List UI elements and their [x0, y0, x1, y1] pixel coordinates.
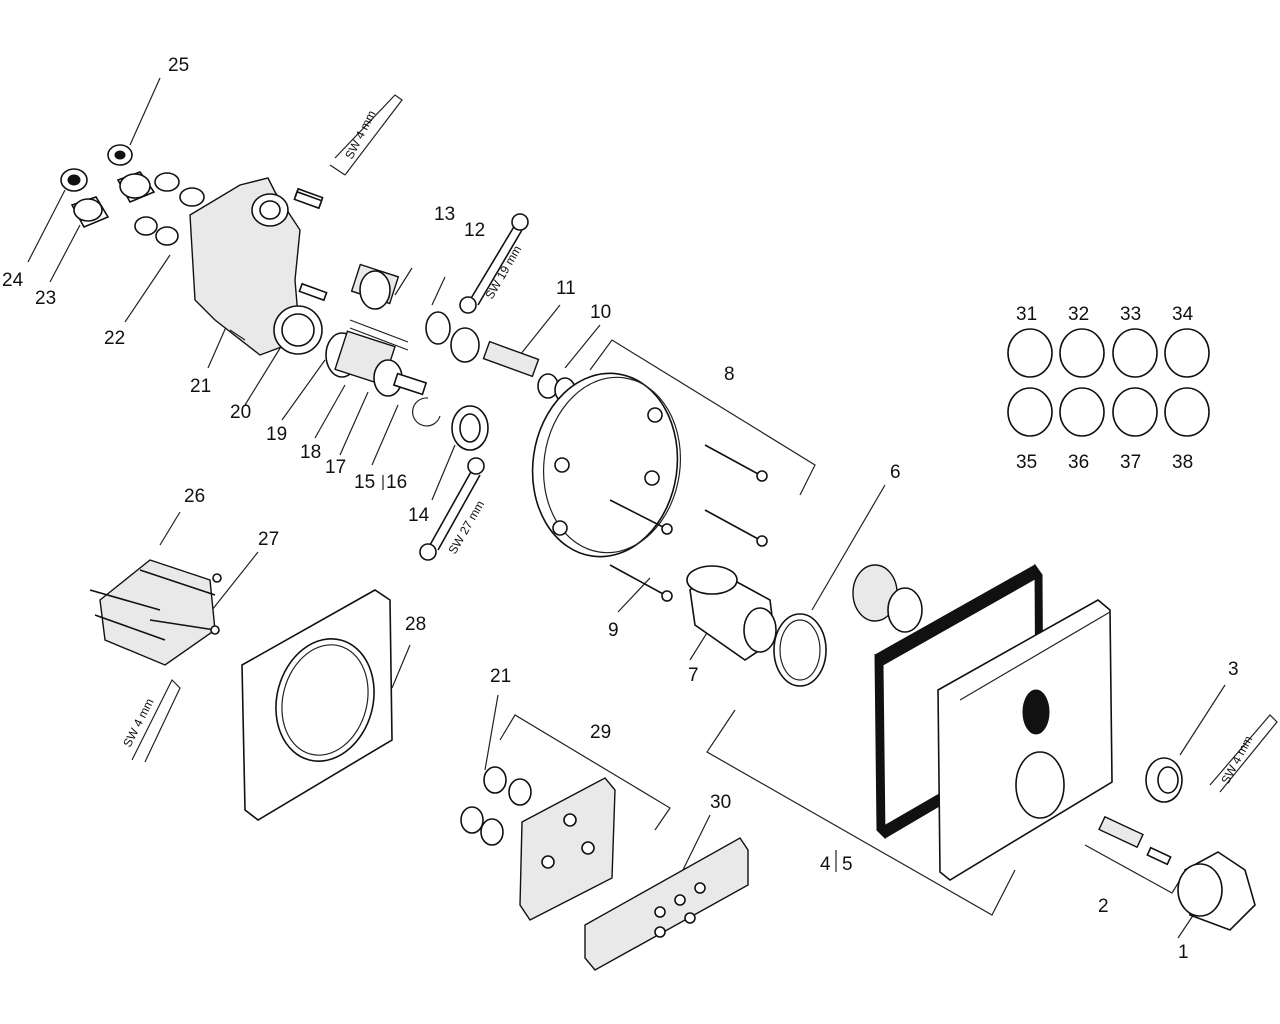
label-36: 36 — [1068, 452, 1089, 473]
svg-text:SW 4 mm: SW 4 mm — [342, 108, 378, 161]
label-37: 37 — [1120, 452, 1141, 473]
hex-key-top: SW 4 mm — [329, 94, 403, 176]
label-4: 4 — [820, 854, 831, 875]
parts-10-13 — [293, 190, 576, 451]
label-20: 20 — [230, 402, 251, 423]
label-5: 5 — [842, 854, 853, 875]
label-13: 13 — [434, 204, 455, 225]
label-3: 3 — [1228, 659, 1239, 680]
connector-parts-23-25 — [60, 144, 205, 246]
label-24: 24 — [2, 270, 24, 291]
label-33: 33 — [1120, 304, 1141, 325]
rosette-plate-8 — [531, 372, 682, 558]
label-9: 9 — [608, 620, 619, 641]
label-7: 7 — [688, 665, 699, 686]
label-30: 30 — [710, 792, 731, 813]
label-16: 16 — [386, 472, 407, 493]
label-17: 17 — [325, 457, 346, 478]
label-21a: 21 — [190, 376, 211, 397]
hex-key-left: SW 4 mm — [120, 678, 181, 763]
plate-29-rings-21 — [460, 766, 616, 921]
button-caps-31-38 — [1007, 328, 1210, 437]
label-15: 15 — [354, 472, 375, 493]
sleeve-7-ring-6 — [686, 564, 923, 687]
part-labels: 25 24 23 22 21 20 19 18 17 15 16 13 12 1… — [2, 55, 1239, 963]
screws-9 — [609, 444, 768, 602]
label-23: 23 — [35, 288, 56, 309]
hex-key-right: SW 4 mm — [1209, 714, 1278, 793]
label-34: 34 — [1172, 304, 1194, 325]
label-21b: 21 — [490, 666, 511, 687]
cover-plates-4-5 — [874, 563, 1113, 881]
label-26: 26 — [184, 486, 205, 507]
label-27: 27 — [258, 529, 279, 550]
mounting-plate-28 — [241, 589, 393, 821]
label-35: 35 — [1016, 452, 1037, 473]
label-28: 28 — [405, 614, 426, 635]
svg-text:SW 4 mm: SW 4 mm — [1218, 733, 1255, 786]
label-8: 8 — [724, 364, 735, 385]
label-1: 1 — [1178, 942, 1189, 963]
label-22: 22 — [104, 328, 125, 349]
label-29: 29 — [590, 722, 611, 743]
label-11: 11 — [556, 278, 576, 299]
wrench-27: SW 27 mm — [419, 457, 487, 561]
install-kit-26-27 — [89, 559, 222, 666]
valve-body-20-21 — [189, 177, 328, 356]
label-2: 2 — [1098, 896, 1109, 917]
cartridge-15-19 — [325, 330, 441, 427]
handle-1-3 — [1098, 757, 1256, 931]
label-10: 10 — [590, 302, 611, 323]
rail-30 — [584, 837, 749, 971]
label-31: 31 — [1016, 304, 1037, 325]
label-12: 12 — [464, 220, 485, 241]
leader-lines — [27, 77, 1226, 939]
label-19: 19 — [266, 424, 287, 445]
label-18: 18 — [300, 442, 321, 463]
label-14: 14 — [408, 505, 430, 526]
label-25: 25 — [168, 55, 189, 76]
svg-text:SW 19 mm: SW 19 mm — [482, 243, 524, 301]
label-38: 38 — [1172, 452, 1193, 473]
label-6: 6 — [890, 462, 901, 483]
label-32: 32 — [1068, 304, 1089, 325]
